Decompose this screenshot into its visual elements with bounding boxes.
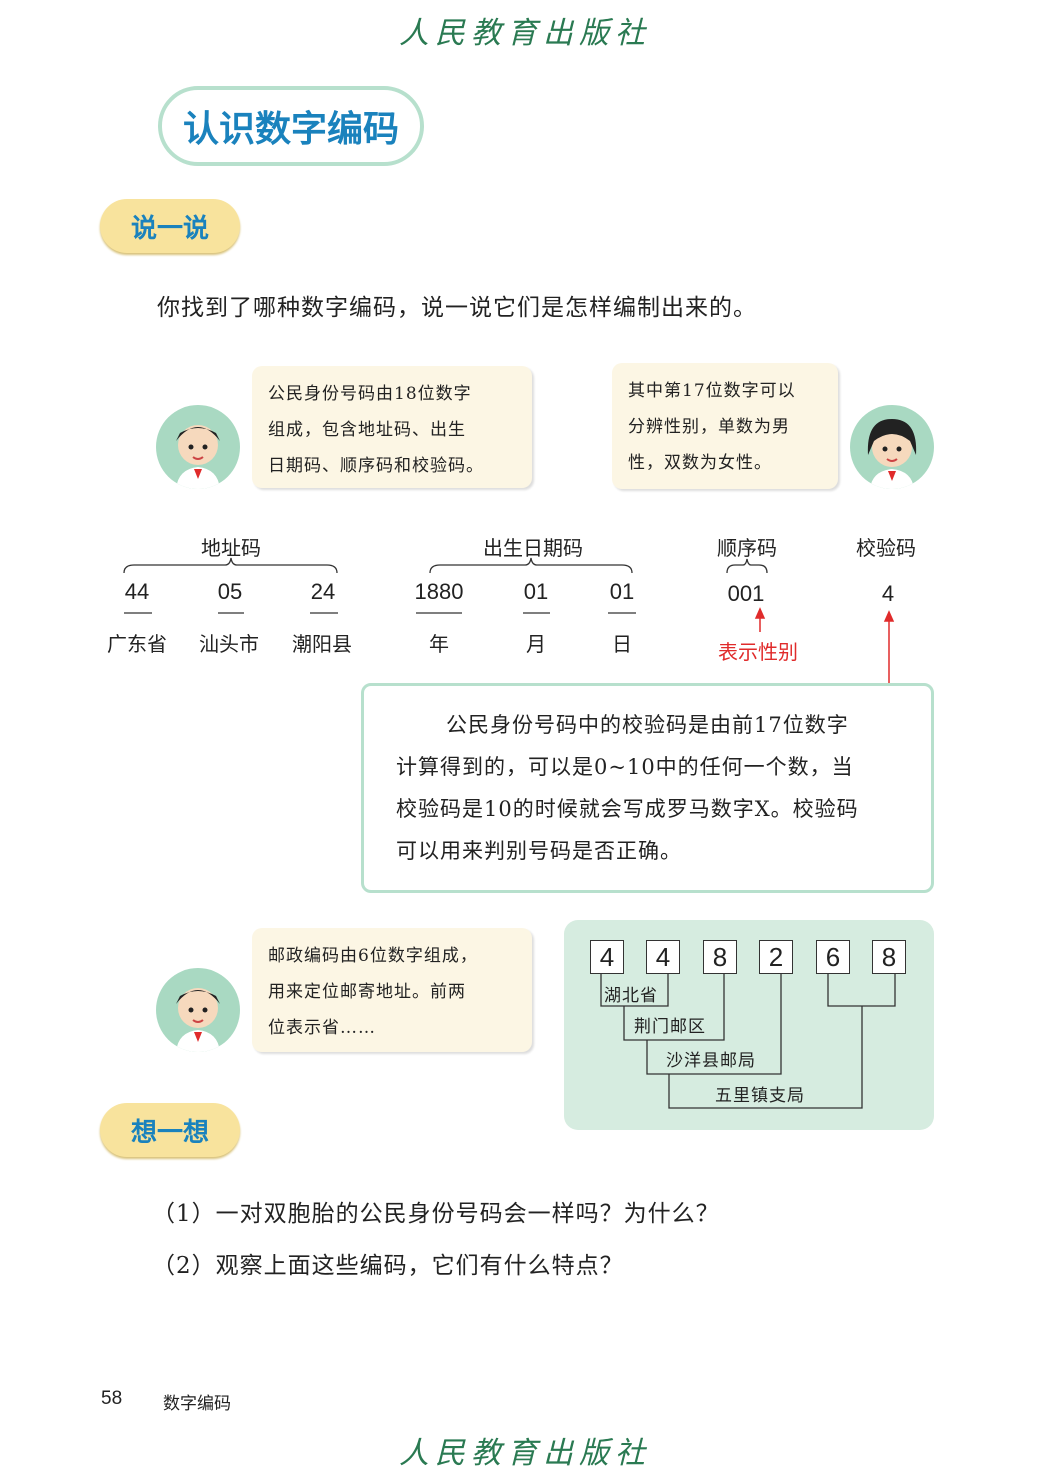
- question-2: （2）观察上面这些编码，它们有什么特点？: [152, 1253, 624, 1279]
- intro-text: 你找到了哪种数字编码，说一说它们是怎样编制出来的。: [157, 295, 757, 321]
- info-line: 计算得到的，可以是0~10中的任何一个数，当: [396, 755, 854, 779]
- sequence-number: 001: [727, 581, 765, 606]
- group-label-check: 校验码: [856, 536, 916, 560]
- boy-avatar: [156, 405, 240, 489]
- postal-digit: 4: [590, 940, 624, 974]
- check-code-info-box: 公民身份号码中的校验码是由前17位数字 计算得到的，可以是0~10中的任何一个数…: [361, 683, 934, 893]
- postal-label: 沙洋县邮局: [666, 1051, 756, 1071]
- postal-digit: 6: [816, 940, 850, 974]
- postal-lines: [600, 973, 896, 1109]
- postal-label: 荆门邮区: [634, 1017, 706, 1037]
- question-1: （1）一对双胞胎的公民身份号码会一样吗？为什么？: [152, 1201, 720, 1227]
- girl-speech-bubble: 其中第17位数字可以 分辨性别，单数为男 性，双数为女性。: [612, 363, 838, 489]
- bubble-line: 分辨性别，单数为男: [628, 417, 790, 437]
- boy-speech-bubble: 公民身份号码由18位数字 组成，包含地址码、出生 日期码、顺序码和校验码。: [252, 366, 532, 488]
- postal-label: 湖北省: [604, 986, 658, 1006]
- bubble-line: 性，双数为女性。: [628, 453, 772, 473]
- info-line: 校验码是10的时候就会写成罗马数字X。校验码: [396, 797, 859, 821]
- gender-note: 表示性别: [718, 640, 798, 664]
- bubble-line: 邮政编码由6位数字组成，: [268, 946, 478, 966]
- id-number: 05: [217, 579, 243, 604]
- id-label: 月: [526, 632, 546, 656]
- postal-digit: 2: [759, 940, 793, 974]
- postal-digit: 8: [872, 940, 906, 974]
- id-label: 潮阳县: [292, 632, 352, 656]
- page-number: 58: [101, 1388, 123, 1409]
- bubble-line: 公民身份号码由18位数字: [268, 384, 472, 404]
- id-brackets: [123, 557, 895, 683]
- info-line: 可以用来判别号码是否正确。: [396, 839, 682, 863]
- group-label-address: 地址码: [201, 536, 261, 560]
- publisher-logo: 人民教育出版社: [399, 16, 651, 51]
- id-number: 01: [609, 579, 635, 604]
- bubble-line: 位表示省……: [268, 1018, 376, 1038]
- section-think: 想一想: [100, 1103, 240, 1157]
- postal-digit: 4: [646, 940, 680, 974]
- check-number: 4: [881, 581, 895, 606]
- postal-label: 五里镇支局: [715, 1086, 805, 1106]
- bubble-line: 日期码、顺序码和校验码。: [268, 456, 484, 476]
- postal-speech-bubble: 邮政编码由6位数字组成， 用来定位邮寄地址。前两 位表示省……: [252, 928, 532, 1052]
- id-label: 广东省: [107, 632, 167, 656]
- group-label-birth: 出生日期码: [483, 536, 583, 560]
- id-label: 年: [429, 632, 449, 656]
- id-number: 44: [124, 579, 150, 604]
- id-label: 汕头市: [199, 632, 259, 656]
- id-label: 日: [612, 632, 632, 656]
- section-say: 说一说: [100, 199, 240, 253]
- id-number: 24: [310, 579, 336, 604]
- chapter-name: 数字编码: [163, 1394, 231, 1414]
- bubble-line: 用来定位邮寄地址。前两: [268, 982, 466, 1002]
- bubble-line: 其中第17位数字可以: [628, 381, 796, 401]
- bubble-line: 组成，包含地址码、出生: [268, 420, 466, 440]
- id-number: 01: [523, 579, 549, 604]
- girl-avatar: [850, 405, 934, 489]
- boy-avatar-2: [156, 968, 240, 1052]
- page-title: 认识数字编码: [158, 86, 424, 166]
- postal-digit: 8: [703, 940, 737, 974]
- publisher-logo-bottom: 人民教育出版社: [399, 1436, 651, 1471]
- id-number: 1880: [414, 579, 464, 604]
- info-line: 公民身份号码中的校验码是由前17位数字: [446, 713, 849, 737]
- group-label-sequence: 顺序码: [717, 536, 777, 560]
